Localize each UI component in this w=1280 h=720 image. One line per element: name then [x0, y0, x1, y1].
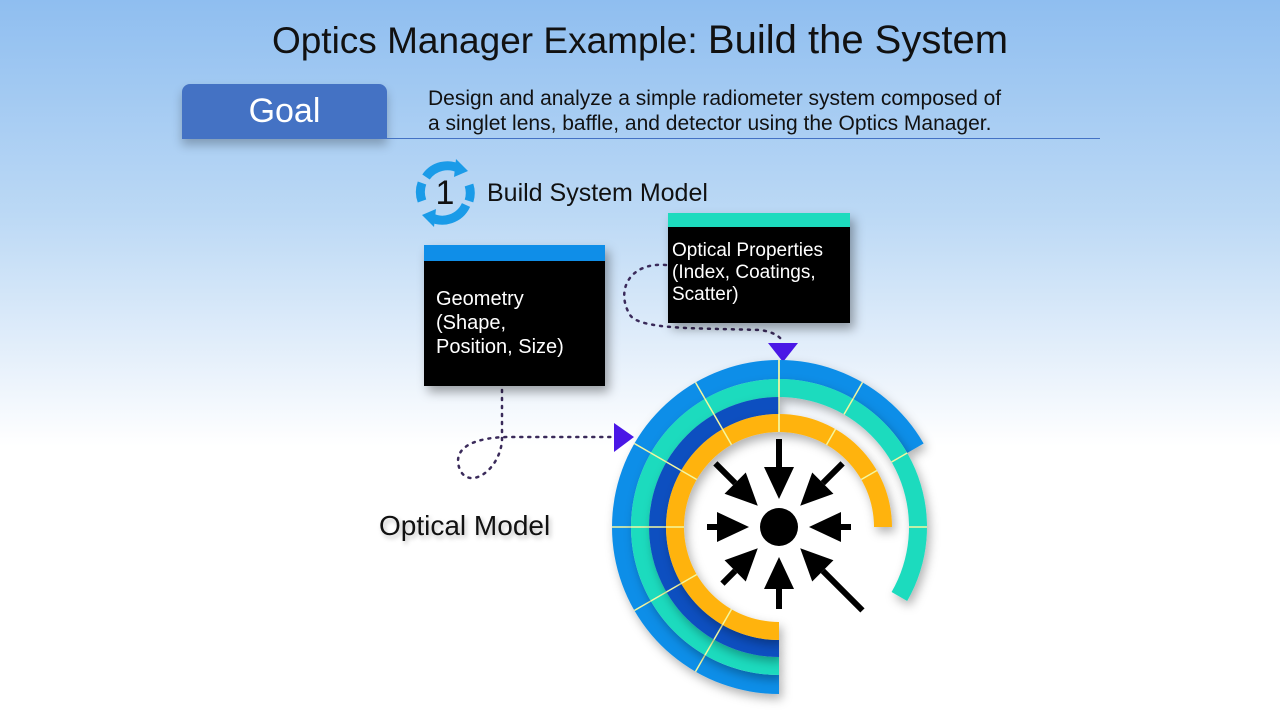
incoming-ray-arrow-icon — [800, 472, 834, 506]
ring-segment-divider — [680, 573, 698, 585]
step-number: 1 — [435, 174, 455, 212]
ring-segment-divider — [721, 428, 733, 446]
ring-segment-divider — [694, 381, 706, 400]
optical-properties-connector — [623, 263, 785, 345]
box-text: Optical Properties — [672, 240, 824, 261]
ring-segment-divider — [650, 591, 667, 602]
incoming-ray-arrow-icon — [724, 472, 758, 506]
ring-segment-divider — [704, 398, 715, 415]
step-label: Build System Model — [487, 179, 708, 207]
optical-properties-box: Optical Properties (Index, Coatings, Sca… — [668, 213, 850, 323]
arrow-shaft — [720, 568, 738, 586]
arrow-shaft — [820, 568, 865, 613]
description-line: a singlet lens, baffle, and detector usi… — [428, 112, 992, 135]
ring-segment-divider — [843, 398, 854, 415]
ring-segment-divider — [825, 428, 837, 446]
ring-segment-divider — [721, 608, 733, 626]
ring-segment-divider — [650, 452, 667, 463]
incoming-ray-arrow-icon — [724, 548, 758, 582]
box-text: Position, Size) — [436, 336, 564, 358]
goal-divider — [387, 138, 1100, 139]
box-text: Scatter) — [672, 284, 739, 305]
title-main: Build the System — [707, 18, 1009, 62]
box-text: (Shape, — [436, 312, 507, 334]
title-prefix: Optics Manager Example: — [271, 20, 708, 61]
ring-segment-divider — [852, 381, 864, 400]
ring-segment-divider — [704, 639, 715, 656]
pointer-arrow-icon — [614, 423, 634, 452]
detector-dot — [760, 508, 798, 546]
ring-segment-divider — [891, 452, 908, 463]
incoming-ray-arrow-icon — [800, 548, 834, 582]
geometry-connector — [456, 388, 614, 480]
step-cycle-icon: 1 — [412, 157, 478, 229]
incoming-ray-arrow-icon — [717, 512, 749, 542]
ring-segment-divider — [860, 469, 878, 481]
arrow-shaft — [820, 461, 845, 486]
ring-segment-divider — [713, 414, 724, 430]
optical-model-label: Optical Model — [379, 510, 551, 541]
incoming-ray-arrow-icon — [764, 557, 794, 589]
box-text: (Index, Coatings, — [672, 262, 816, 283]
box-text: Geometry — [436, 288, 524, 310]
goal-badge: Goal — [182, 84, 387, 139]
pointer-arrow-icon — [768, 343, 798, 362]
incoming-ray-arrow-icon — [809, 512, 841, 542]
incoming-ray-arrow-icon — [764, 467, 794, 499]
goal-description: Design and analyze a simple radiometer s… — [428, 86, 1001, 136]
geometry-box: Geometry (Shape, Position, Size) — [424, 245, 605, 386]
ring-dark-blue — [649, 397, 779, 657]
slide-title: Optics Manager Example: Build the System — [0, 18, 1280, 63]
ring-segment-divider — [680, 469, 698, 481]
ring-segment-divider — [666, 461, 682, 472]
arrow-shaft — [713, 461, 738, 486]
ring-segment-divider — [713, 624, 724, 640]
description-line: Design and analyze a simple radiometer s… — [428, 87, 1002, 110]
ring-segment-divider — [666, 582, 682, 593]
ring-segment-divider — [633, 600, 652, 612]
ring-segment-divider — [694, 654, 706, 673]
ring-segment-divider — [633, 442, 652, 454]
